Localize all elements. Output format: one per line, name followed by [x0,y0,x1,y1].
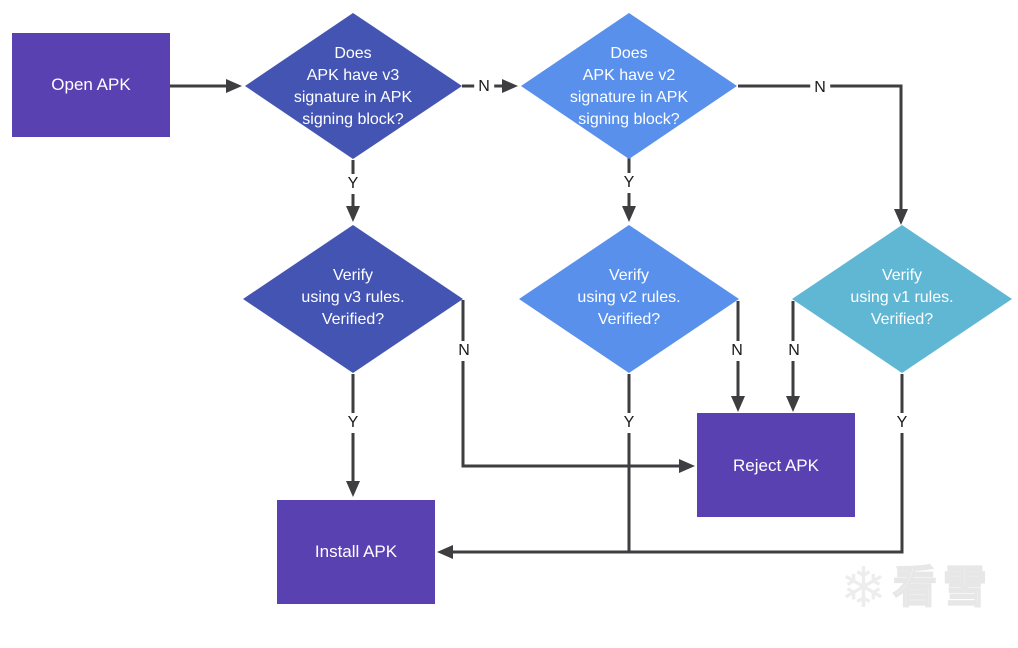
node-v3-check-shape [245,13,462,159]
node-v2-verify-shape [519,225,739,373]
node-install-apk-shape [277,500,435,604]
node-v2-check-shape [521,13,737,159]
edge-label-v3check-no: N [474,77,494,97]
edge-label-v2check-no: N [810,78,830,98]
edge-v1verify-yes [437,374,904,559]
node-v1-verify-shape [792,225,1012,373]
edge-v2check-no [738,84,908,225]
edge-label-v2check-yes: Y [619,173,639,193]
edge-label-v3check-yes: Y [343,174,363,194]
edge-label-v2verify-no: N [727,341,747,361]
node-reject-apk-shape [697,413,855,517]
edge-label-v3verify-yes: Y [343,413,363,433]
node-v3-verify-shape [243,225,463,373]
edge-label-v1verify-no: N [784,341,804,361]
node-open-apk-shape [12,33,170,137]
edge-label-v2verify-yes: Y [619,413,639,433]
edge-label-v1verify-yes: Y [892,413,912,433]
edge-label-v3verify-no: N [454,341,474,361]
